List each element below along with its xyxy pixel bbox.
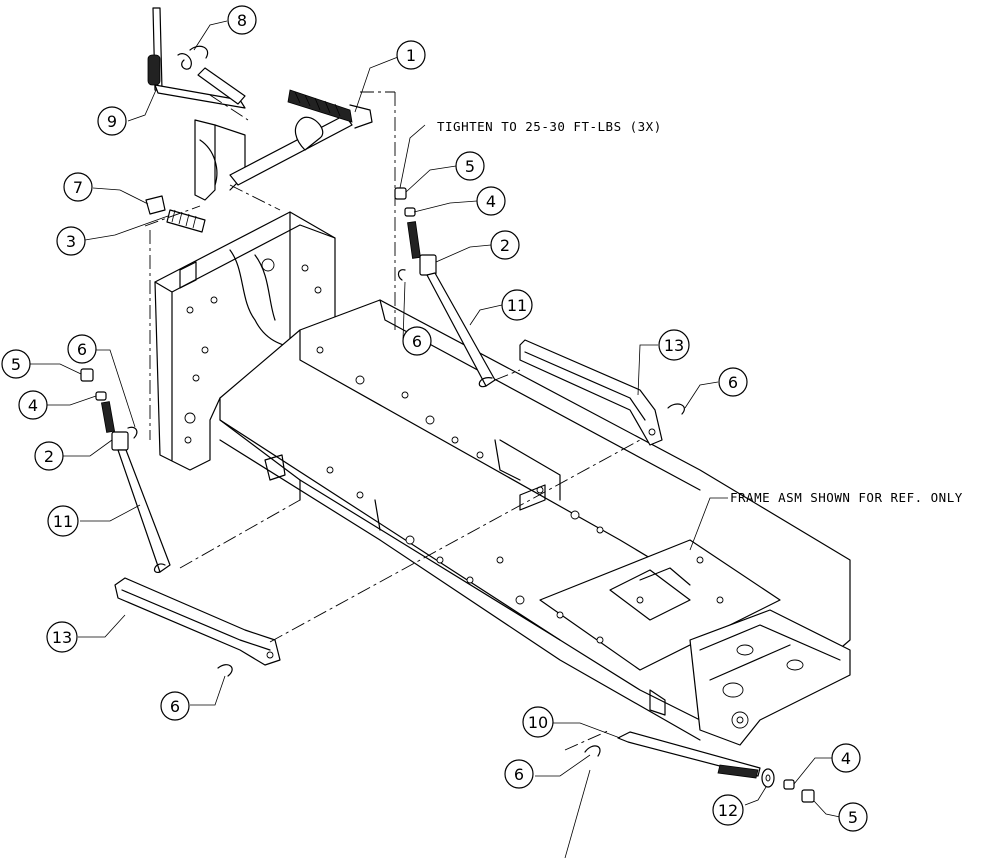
callout-12: 12 <box>712 794 744 826</box>
torque-note: TIGHTEN TO 25-30 FT-LBS (3X) <box>437 119 662 134</box>
callout-5-right: 5 <box>455 151 485 181</box>
svg-text:11: 11 <box>53 512 73 531</box>
svg-text:4: 4 <box>486 192 496 211</box>
svg-text:5: 5 <box>465 157 475 176</box>
callout-8: 8 <box>227 5 257 35</box>
callout-2-right: 2 <box>490 230 520 260</box>
svg-text:6: 6 <box>412 332 422 351</box>
front-rod-assembly <box>584 731 815 803</box>
svg-text:11: 11 <box>507 296 527 315</box>
right-rod-assembly <box>394 187 663 446</box>
callout-4-right: 4 <box>476 186 506 216</box>
callout-10: 10 <box>522 706 554 738</box>
callout-6-left-bottom: 6 <box>160 691 190 721</box>
svg-text:2: 2 <box>500 236 510 255</box>
reference-lines <box>144 91 641 751</box>
svg-text:5: 5 <box>848 808 858 827</box>
pedal-linkage <box>145 7 373 233</box>
svg-text:1: 1 <box>406 46 416 65</box>
frame-reference-note: FRAME ASM SHOWN FOR REF. ONLY <box>730 490 963 505</box>
callout-5-left: 5 <box>1 349 31 379</box>
svg-text:6: 6 <box>77 340 87 359</box>
callout-6-front: 6 <box>504 759 534 789</box>
svg-text:4: 4 <box>841 749 851 768</box>
callout-6-center: 6 <box>402 326 432 356</box>
callouts: 1 2 2 3 4 4 4 5 5 5 6 6 6 6 6 7 8 9 10 1… <box>1 5 868 832</box>
callout-11-left: 11 <box>47 505 79 537</box>
hair-pin-clips <box>217 403 685 677</box>
svg-text:12: 12 <box>718 801 738 820</box>
callout-6-right: 6 <box>718 367 748 397</box>
svg-text:13: 13 <box>664 336 684 355</box>
callout-2-left: 2 <box>34 441 64 471</box>
callout-5-front: 5 <box>838 802 868 832</box>
svg-text:6: 6 <box>514 765 524 784</box>
callout-4-front: 4 <box>831 743 861 773</box>
callout-13-left: 13 <box>46 621 78 653</box>
svg-text:8: 8 <box>237 11 247 30</box>
svg-text:13: 13 <box>52 628 72 647</box>
callout-4-left: 4 <box>18 390 48 420</box>
svg-text:3: 3 <box>66 232 76 251</box>
callout-13-right: 13 <box>658 329 690 361</box>
svg-text:10: 10 <box>528 713 548 732</box>
callout-9: 9 <box>97 106 127 136</box>
left-rod-assembly <box>80 368 281 666</box>
svg-text:7: 7 <box>73 178 83 197</box>
callout-3: 3 <box>56 226 86 256</box>
callout-11-right: 11 <box>501 289 533 321</box>
svg-text:6: 6 <box>170 697 180 716</box>
frame-assembly <box>154 211 851 746</box>
callout-6-left-top: 6 <box>67 334 97 364</box>
callout-1: 1 <box>396 40 426 70</box>
svg-text:2: 2 <box>44 447 54 466</box>
svg-text:6: 6 <box>728 373 738 392</box>
svg-text:4: 4 <box>28 396 38 415</box>
callout-7: 7 <box>63 172 93 202</box>
svg-text:5: 5 <box>11 355 21 374</box>
svg-text:9: 9 <box>107 112 117 131</box>
